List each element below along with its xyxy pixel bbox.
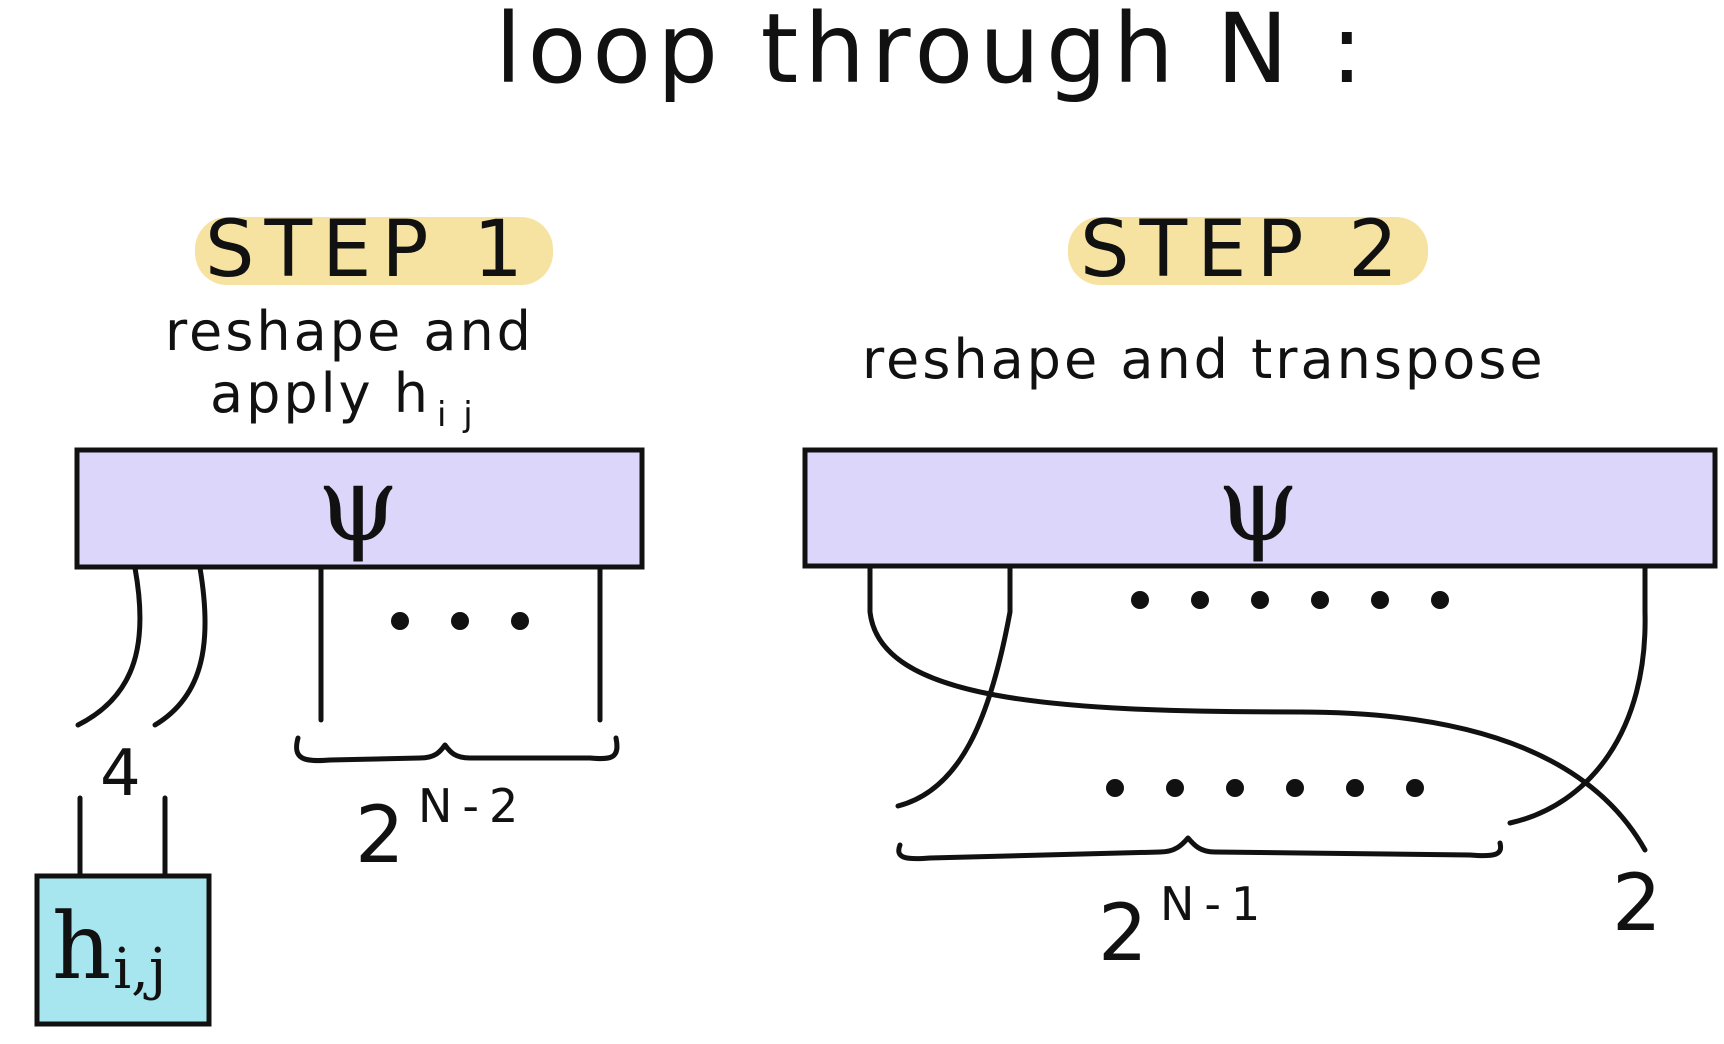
step1-badge-highlight: [195, 217, 553, 285]
step2-moved-leg-dimension: 2: [1612, 859, 1662, 949]
step2-psi-label: ψ: [1217, 443, 1299, 565]
title: loop through N :: [495, 0, 1369, 105]
step2-bottom-ellipsis-dot: [1286, 779, 1304, 797]
step1-ellipsis-dot: [511, 612, 529, 630]
step2-top-ellipsis-dot: [1191, 591, 1209, 609]
step2-bottom-ellipsis-dot: [1406, 779, 1424, 797]
step1-gate-leg-1: [75, 565, 143, 728]
step2-badge-highlight: [1068, 217, 1428, 285]
step1-description-line1: reshape and: [165, 300, 534, 363]
step2-badge: STEP 2: [1080, 205, 1408, 295]
step1-brace: [294, 735, 620, 764]
step2-bottom-ellipsis-dot: [1106, 779, 1124, 797]
gate-hij: [34, 873, 212, 1027]
step1-leg-dimension: 4: [100, 737, 141, 811]
step1-ellipsis-dot: [451, 612, 469, 630]
step1-badge: STEP 1: [205, 205, 533, 295]
step2-bottom-ellipsis-dot: [1346, 779, 1364, 797]
step2-top-ellipsis-dot: [1371, 591, 1389, 609]
step2-moved-leg: [867, 564, 1648, 853]
gate-hij-label: hi,j: [52, 893, 166, 1002]
step1-ellipsis-dot: [391, 612, 409, 630]
step2-right-leg: [1507, 564, 1648, 826]
step1-psi-label: ψ: [317, 443, 399, 565]
step2-left-leg: [895, 564, 1013, 809]
step1-psi-tensor: [74, 447, 645, 570]
step2-psi-tensor: [802, 447, 1718, 569]
step2-brace: [896, 835, 1504, 862]
step2-top-ellipsis-dot: [1311, 591, 1329, 609]
step1-gate-leg-2: [152, 565, 208, 728]
step2-top-ellipsis-dot: [1431, 591, 1449, 609]
step2-top-ellipsis-dot: [1251, 591, 1269, 609]
step2-top-ellipsis-dot: [1131, 591, 1149, 609]
step2-bottom-ellipsis-dot: [1226, 779, 1244, 797]
step2-remaining-exponent: N-1: [1160, 877, 1270, 931]
step2-bottom-ellipsis-dot: [1166, 779, 1184, 797]
step1-remaining-base: 2: [355, 791, 405, 881]
step2-remaining-base: 2: [1098, 889, 1148, 979]
step1-remaining-exponent: N-2: [418, 779, 528, 833]
step2-description: reshape and transpose: [862, 328, 1546, 391]
